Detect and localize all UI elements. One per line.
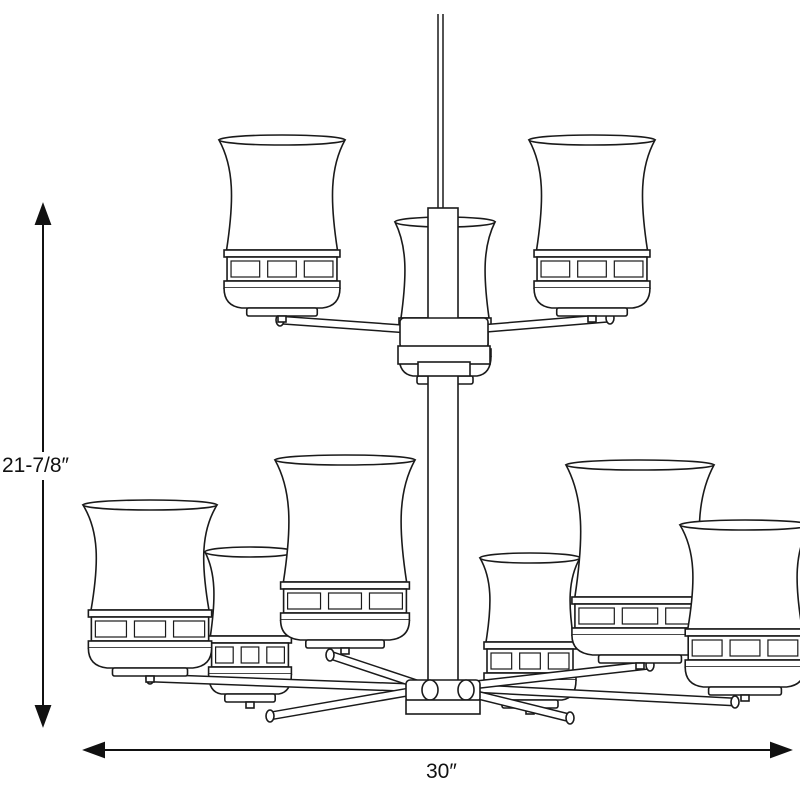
arm-upper-right <box>460 311 615 335</box>
shade-upper-right <box>527 134 657 323</box>
arm-upper-left <box>275 313 425 335</box>
rods-and-arms <box>145 14 740 725</box>
arm-lower-back-right <box>460 658 655 691</box>
shade-lower-center-left <box>273 454 417 655</box>
shade-lower-right <box>678 519 800 702</box>
height-dimension-label: 21-7/8″ <box>2 452 69 480</box>
width-dimension-arrow <box>82 741 793 759</box>
arm-lower-back-left <box>325 648 425 690</box>
width-dimension-label: 30″ <box>426 760 457 784</box>
front-layer <box>81 134 800 702</box>
arm-lower-front-right <box>460 687 575 725</box>
arm-lower-right <box>460 683 740 709</box>
shade-lower-left <box>81 499 219 683</box>
shade-lower-center-right <box>564 459 716 670</box>
shade-lower-back-left <box>203 546 297 709</box>
arm-lower-front-left <box>265 685 425 723</box>
shade-upper-left <box>217 134 347 323</box>
